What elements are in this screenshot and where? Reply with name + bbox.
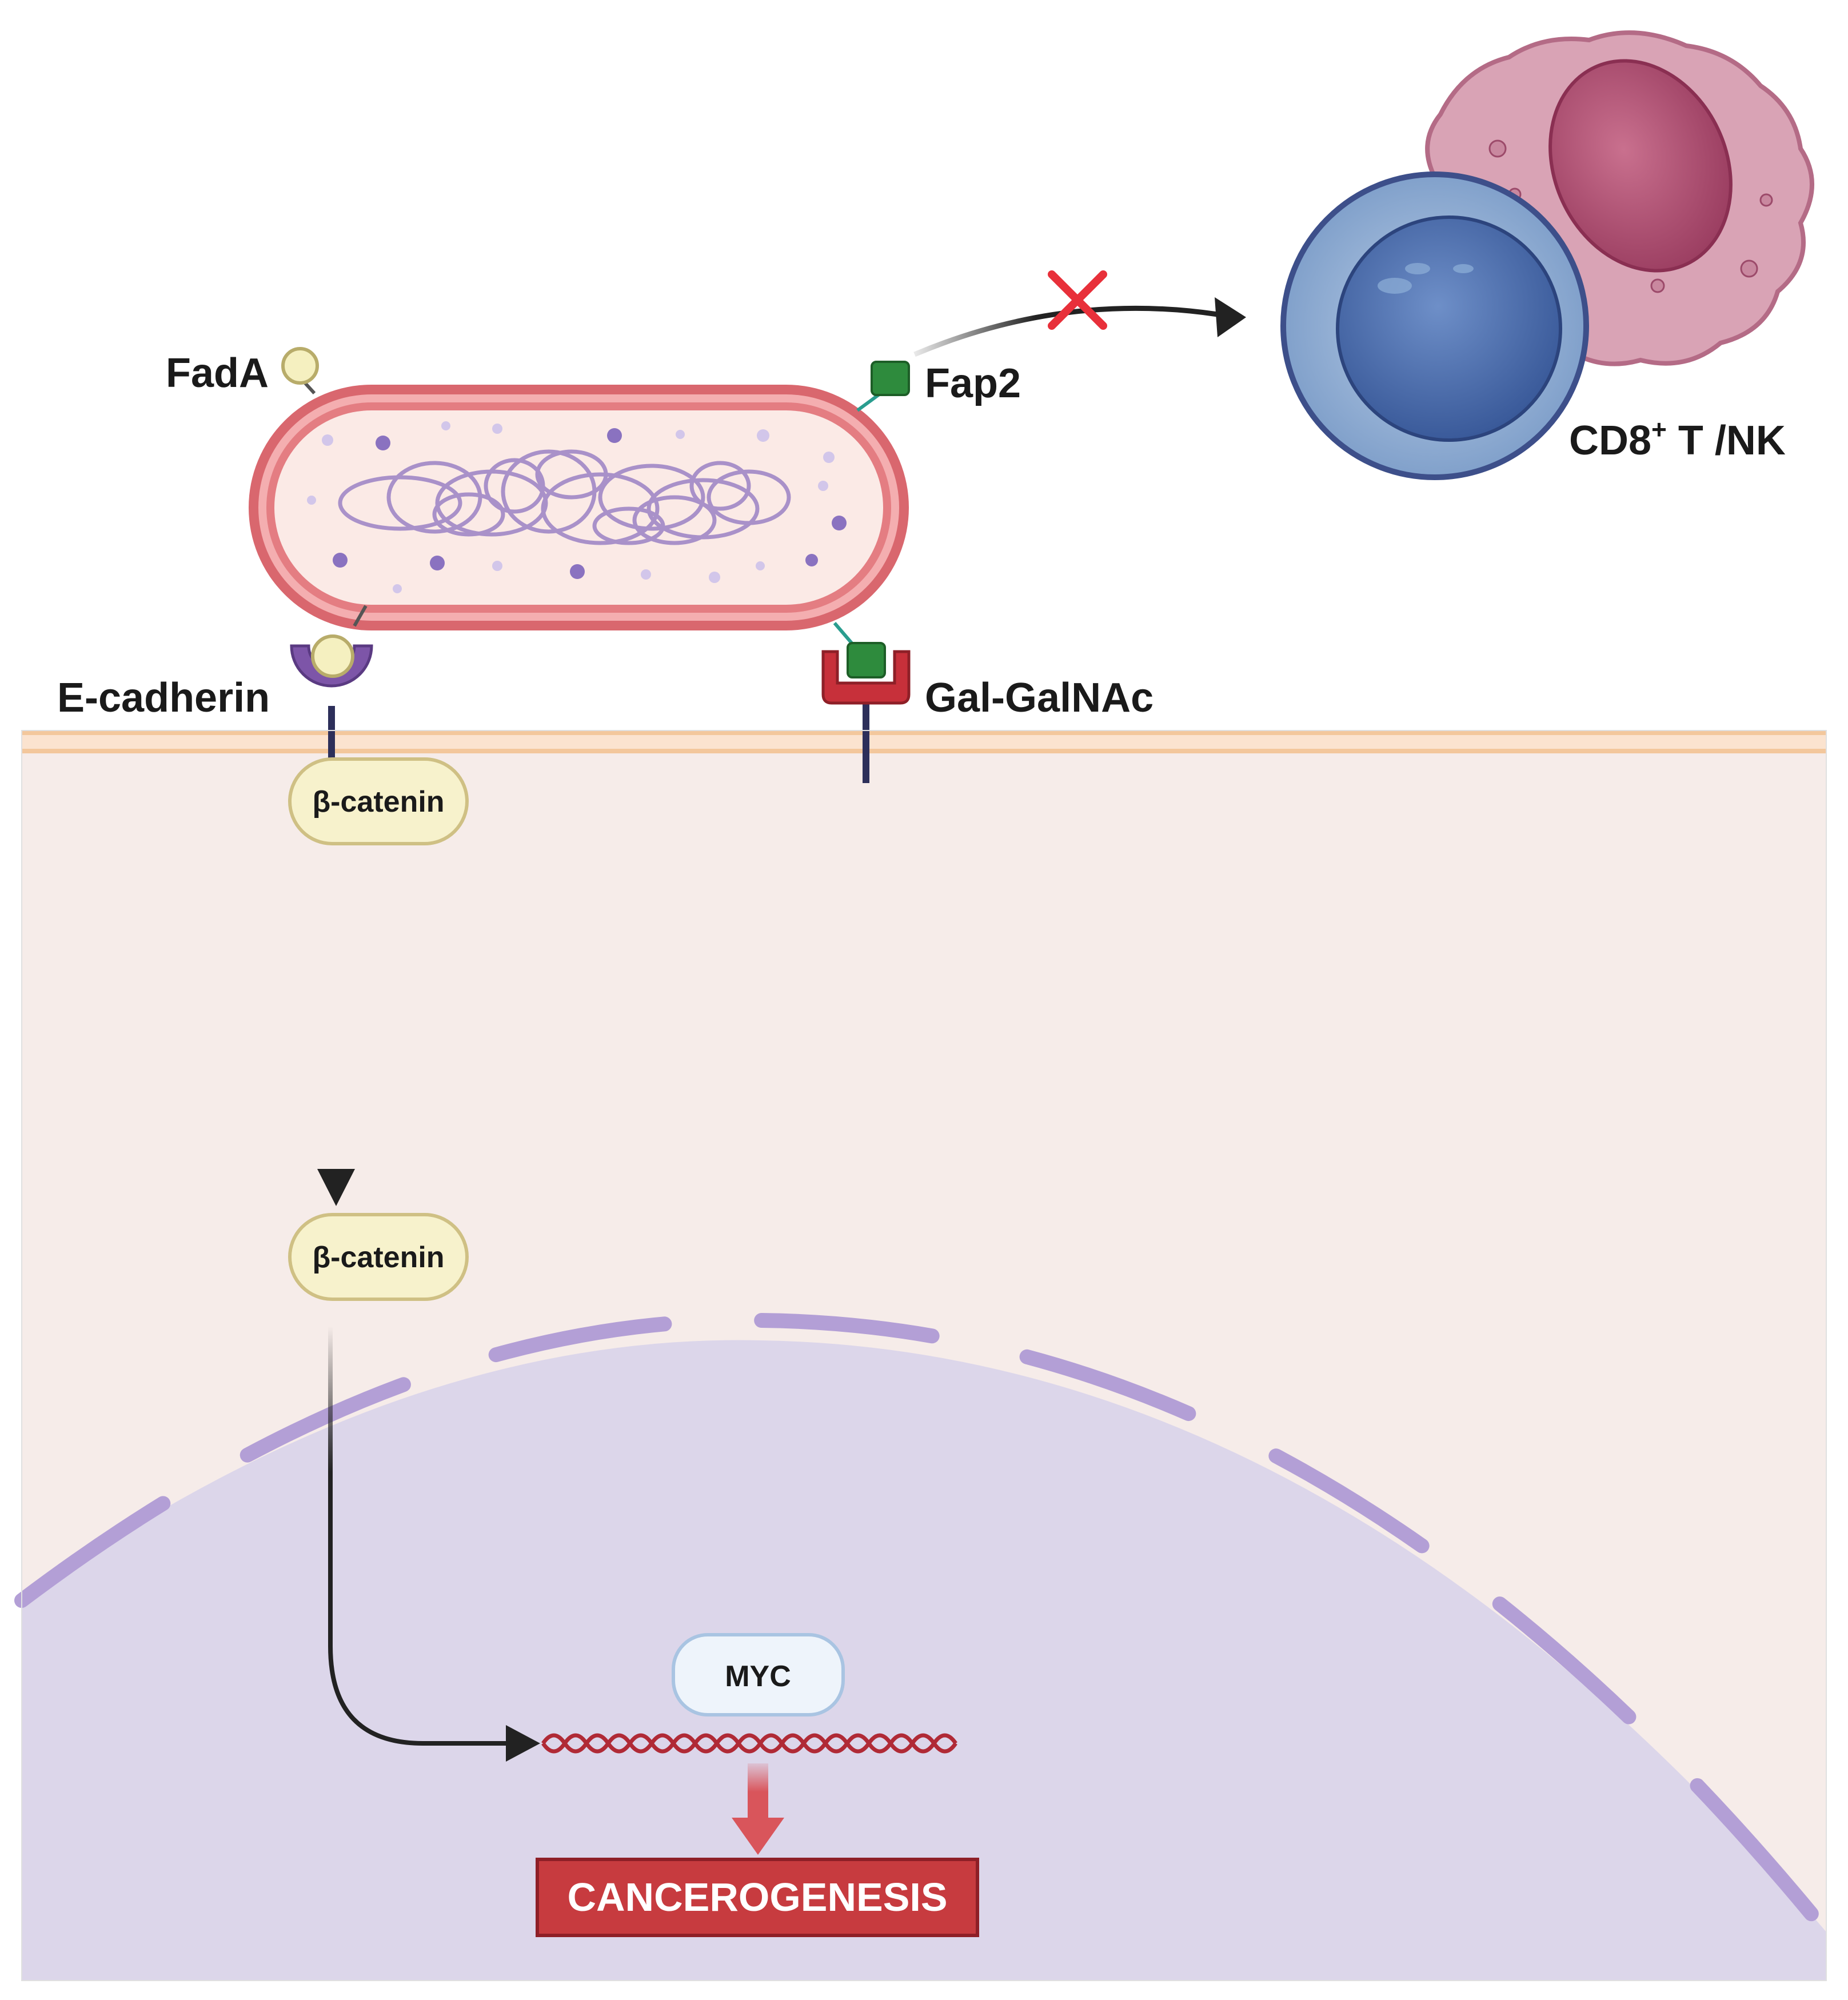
cancerogenesis-label: CANCEROGENESIS: [567, 1875, 947, 1919]
beta-catenin-membrane-pill: β-catenin: [288, 757, 469, 845]
e-cadherin-label: E-cadherin: [57, 675, 270, 721]
fusobacterium: [249, 385, 909, 630]
fada-label: FadA: [166, 350, 269, 396]
nucleoid: [338, 449, 791, 545]
fap2-label: Fap2: [925, 361, 1021, 406]
beta-catenin-membrane-label: β-catenin: [312, 785, 444, 819]
nuclear-envelope: [14, 1312, 1834, 1939]
x-mark-icon: [1048, 270, 1107, 330]
fada-adhesin: [281, 347, 319, 395]
myc-transcription-factor: MYC: [672, 1633, 845, 1716]
arrowhead-icon: [317, 1169, 355, 1206]
outcome-arrow: [732, 1763, 784, 1855]
dna-helix: [541, 1733, 957, 1754]
cancerogenesis-box: CANCEROGENESIS: [536, 1858, 979, 1937]
arrowhead-icon: [1215, 297, 1246, 337]
myc-label: MYC: [725, 1660, 791, 1693]
nucleus: [14, 1312, 1834, 1981]
gal-galnac-label: Gal-GalNAc: [925, 675, 1153, 721]
beta-catenin-cytoplasm-pill: β-catenin: [288, 1213, 469, 1301]
cell-membrane: [22, 730, 1826, 753]
translocation-arrow: [317, 863, 355, 1206]
ribosomes: [333, 428, 847, 579]
cell-frame: [21, 730, 1827, 1981]
arrowhead-icon: [506, 1725, 540, 1762]
nuclear-import-arrow: [328, 1326, 540, 1762]
cd8-t-cell: [1280, 171, 1589, 480]
e-cadherin-receptor: [290, 605, 373, 766]
gal-galnac-receptor: [821, 622, 911, 783]
immune-cells-label: CD8+ T /NK: [1569, 414, 1786, 464]
beta-catenin-cytoplasm-label: β-catenin: [312, 1241, 444, 1274]
fap2-adhesin: [856, 361, 910, 412]
